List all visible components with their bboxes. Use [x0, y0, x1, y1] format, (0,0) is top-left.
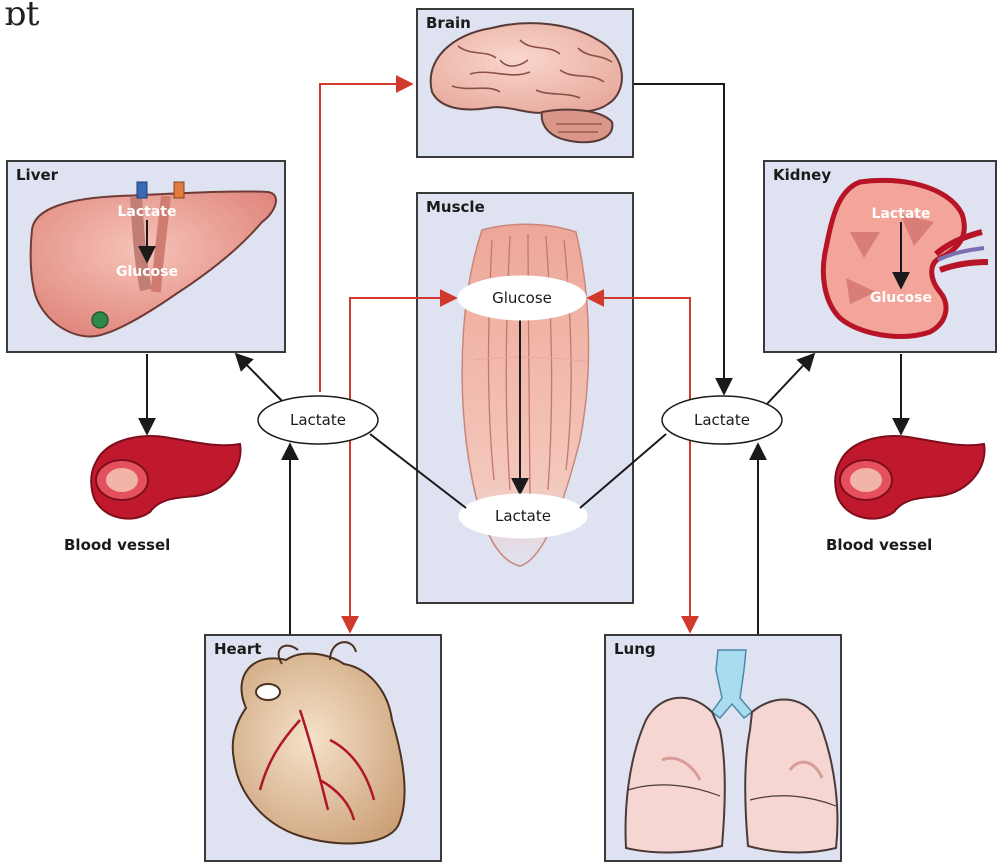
kidney-illustration — [823, 180, 988, 336]
hub-left-label: Lactate — [290, 411, 346, 429]
hub-right-label: Lactate — [694, 411, 750, 429]
muscle-glucose-label: Glucose — [492, 289, 552, 307]
hub-left-to-liver-arrow — [236, 354, 286, 405]
liver-lactate-label: Lactate — [118, 204, 177, 220]
brain-to-hub-right-arrow — [634, 84, 724, 394]
kidney-glucose-label: Glucose — [870, 290, 932, 306]
heart-muscle-glucose-arrow — [350, 298, 456, 632]
lung-illustration — [626, 650, 838, 852]
left-blood-vessel-icon — [91, 436, 240, 519]
hub-right-to-kidney-arrow — [766, 354, 814, 405]
hub-left-to-brain-arrow — [320, 84, 412, 392]
muscle-lactate-label: Lactate — [495, 507, 551, 525]
right-blood-vessel-icon — [835, 436, 984, 519]
liver-glucose-label: Glucose — [116, 264, 178, 280]
lung-muscle-glucose-arrow — [588, 298, 690, 632]
left-blood-vessel-caption: Blood vessel — [64, 536, 170, 554]
heart-illustration — [233, 642, 405, 843]
right-blood-vessel-caption: Blood vessel — [826, 536, 932, 554]
kidney-lactate-label: Lactate — [872, 206, 931, 222]
muscle-lactate-to-hub-left-line — [370, 434, 466, 508]
brain-illustration — [431, 23, 622, 142]
muscle-lactate-to-hub-right-line — [580, 434, 666, 508]
